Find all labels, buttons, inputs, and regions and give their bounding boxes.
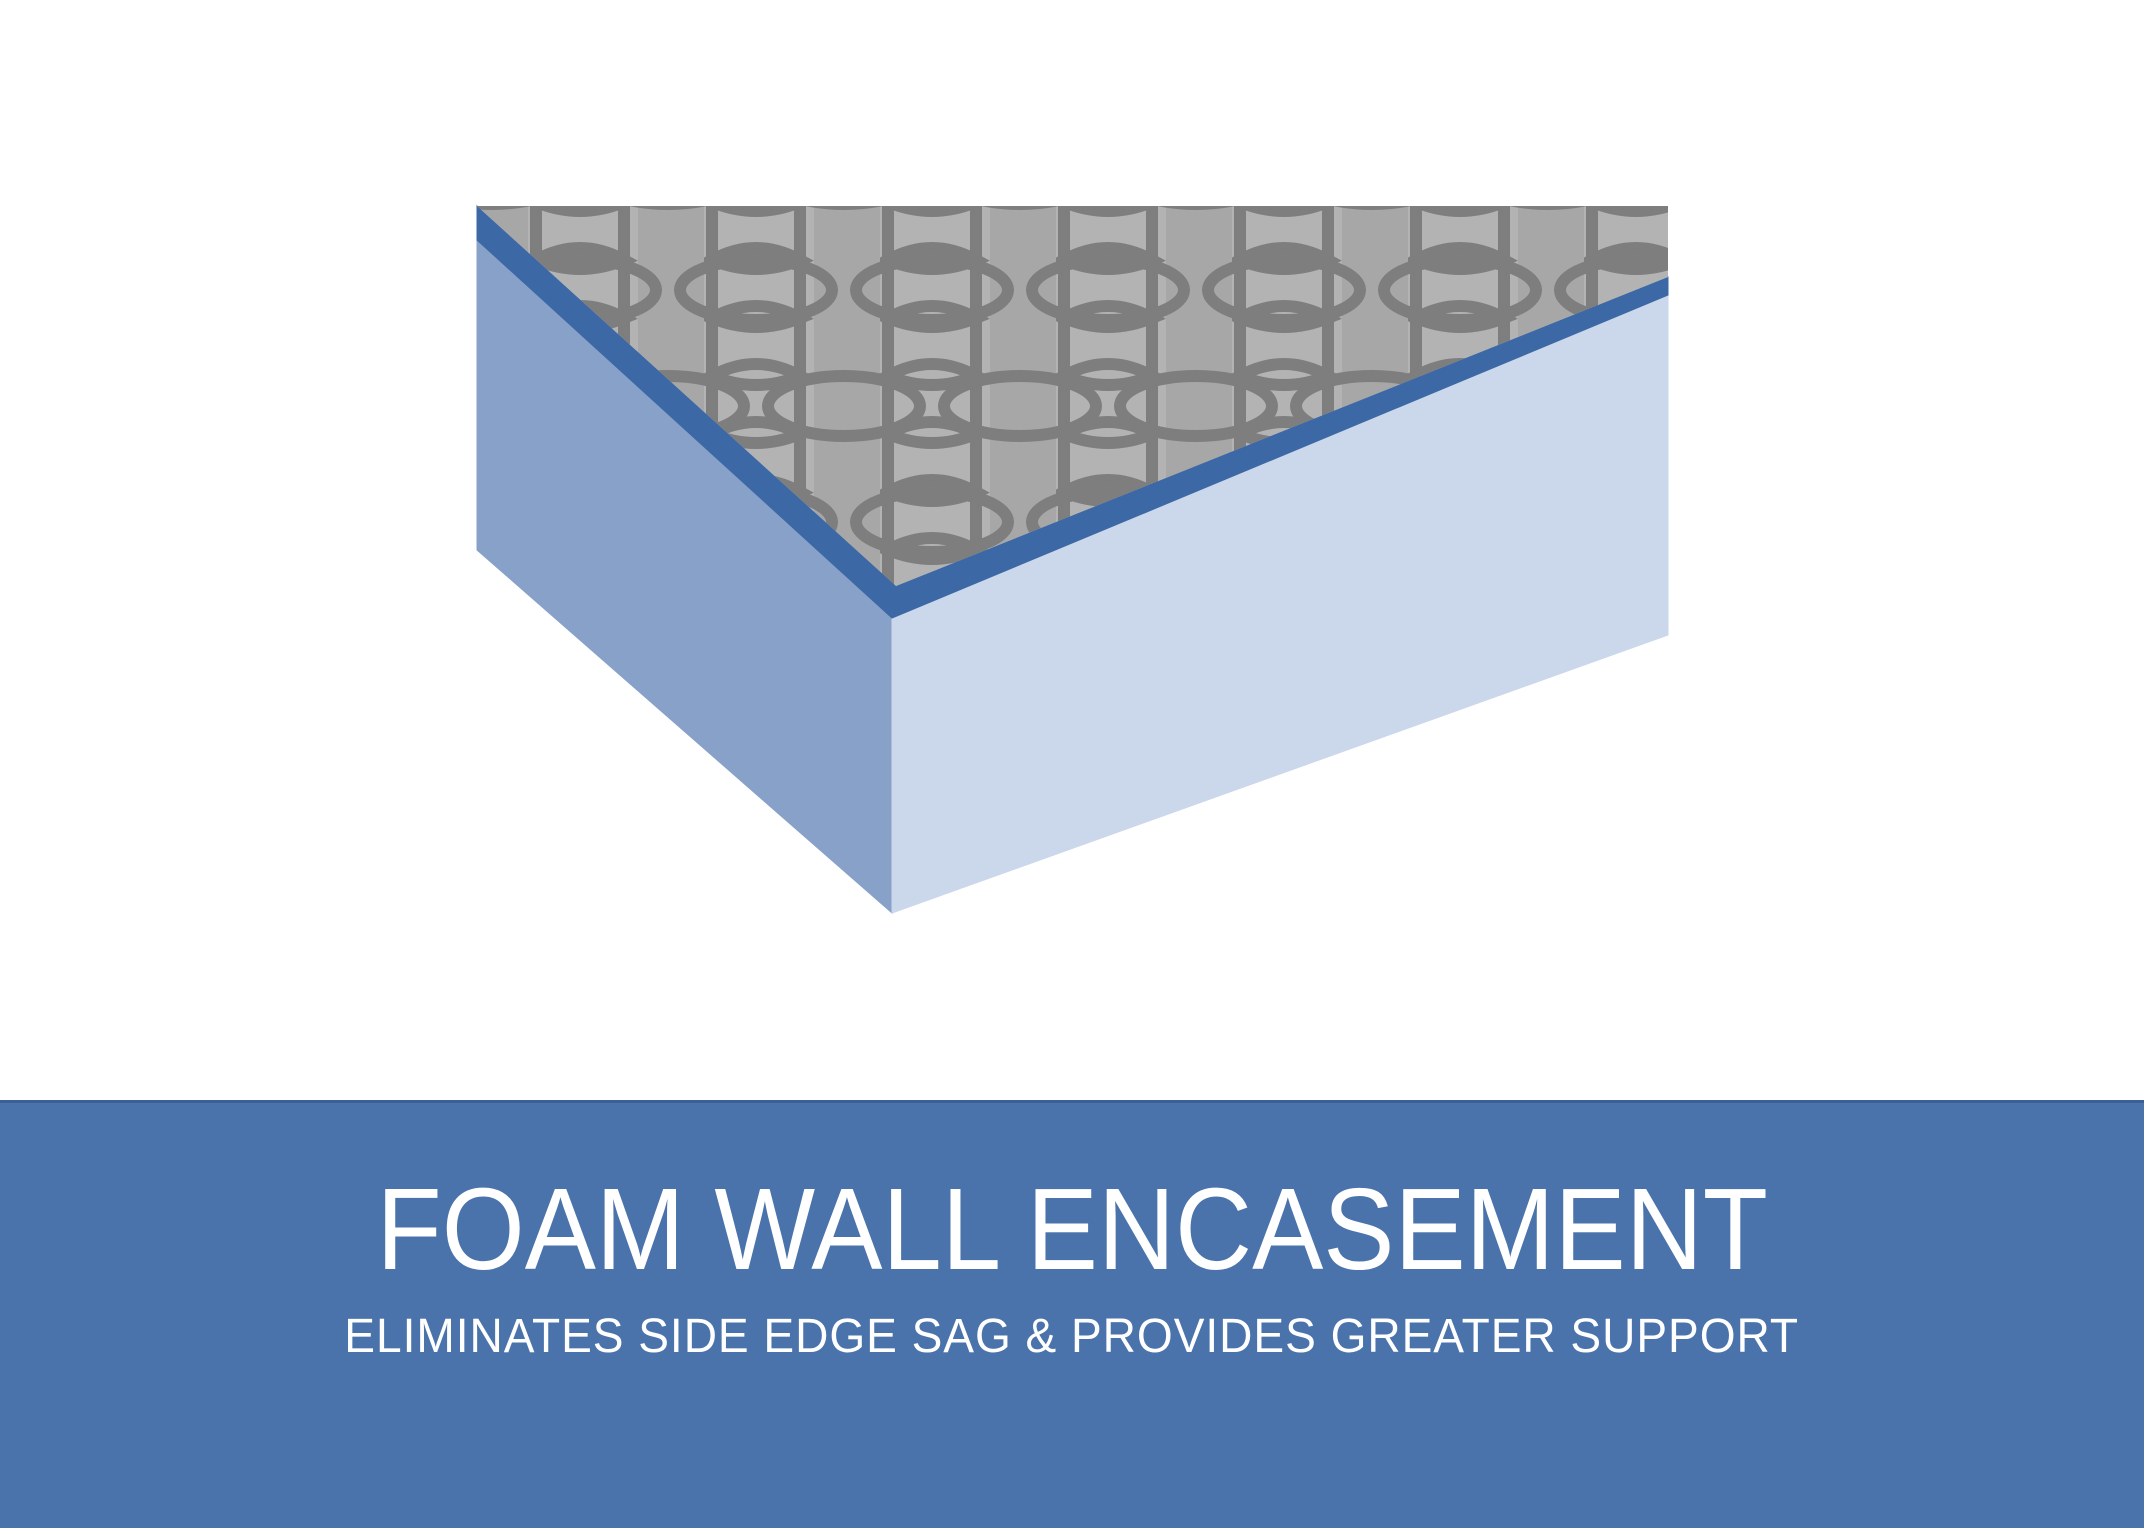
caption-banner: FOAM WALL ENCASEMENT ELIMINATES SIDE EDG… (0, 1100, 2144, 1528)
banner-subtitle: ELIMINATES SIDE EDGE SAG & PROVIDES GREA… (344, 1310, 1800, 1363)
mattress-corner-illustration (476, 204, 1669, 915)
banner-title: FOAM WALL ENCASEMENT (376, 1164, 1768, 1294)
coil-top-surface (477, 206, 1668, 586)
